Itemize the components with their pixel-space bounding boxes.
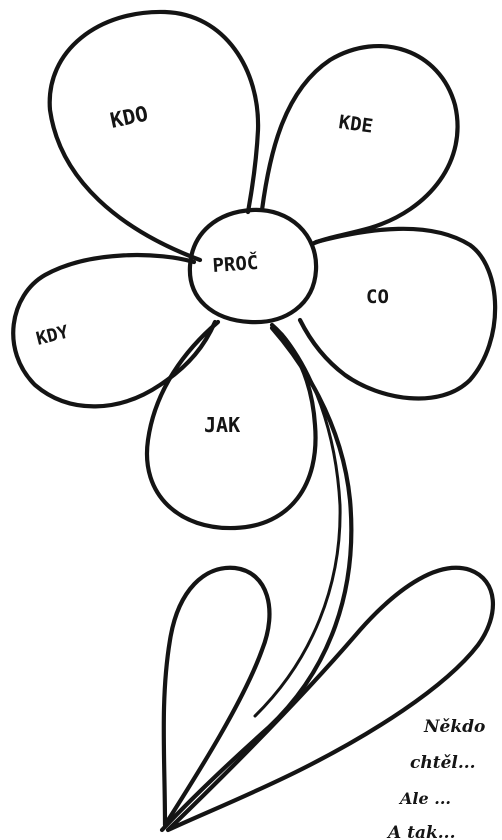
- petal-top-left: [50, 12, 258, 260]
- note-line-2: chtěl...: [410, 753, 476, 773]
- petal-label-jak: JAK: [204, 413, 240, 437]
- petal-label-kdo: KDO: [108, 102, 150, 133]
- petal-label-co: CO: [366, 286, 389, 308]
- leaf-left: [164, 568, 270, 825]
- center-label-proc: PROČ: [212, 250, 259, 277]
- petal-label-kde: KDE: [337, 111, 374, 138]
- stem-inner: [255, 334, 340, 716]
- note-line-3: Ale ...: [398, 789, 451, 808]
- note-line-4: A tak...: [386, 823, 456, 840]
- note-line-1: Někdo: [423, 717, 485, 737]
- petal-label-kdy: KDY: [34, 322, 71, 350]
- petal-right: [300, 229, 495, 399]
- petal-top-right: [262, 46, 458, 244]
